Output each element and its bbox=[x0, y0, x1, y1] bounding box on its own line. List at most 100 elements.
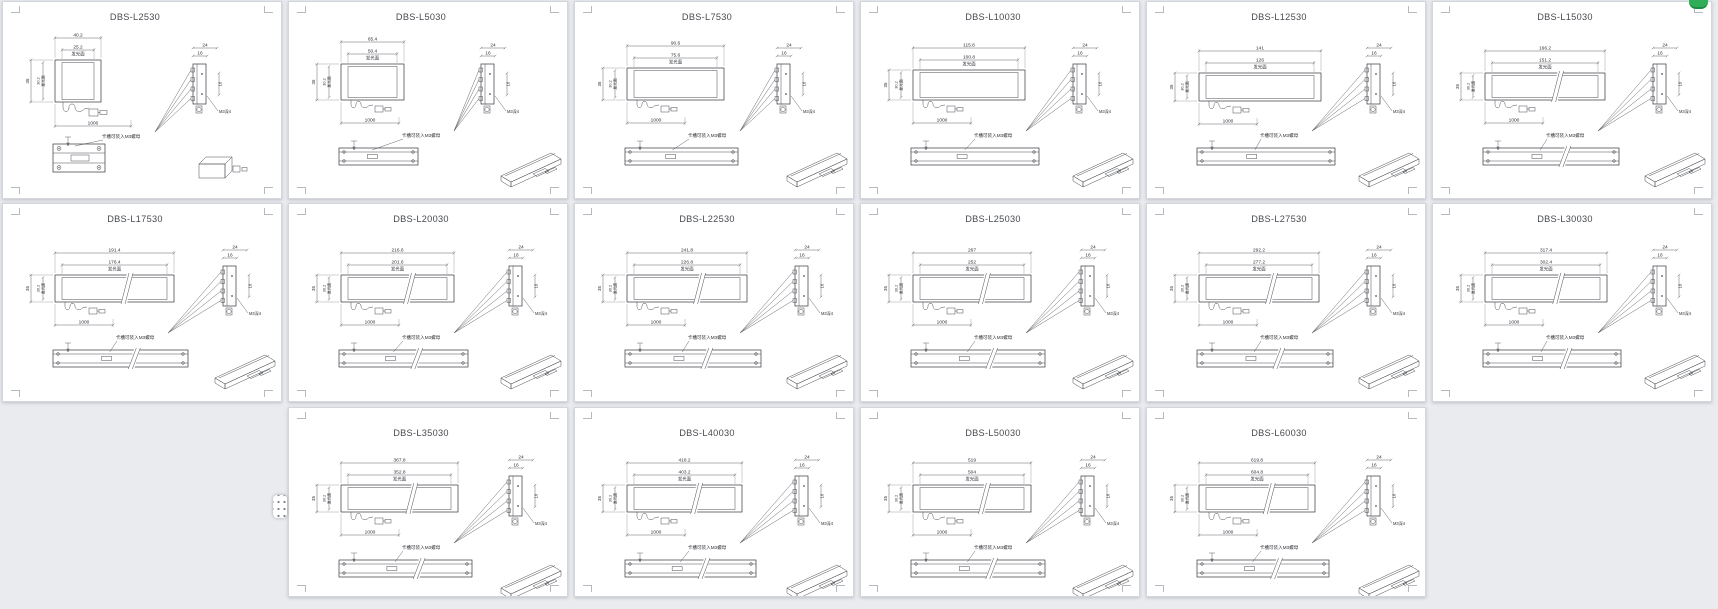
svg-text:292.2: 292.2 bbox=[1253, 247, 1265, 253]
svg-text:317.4: 317.4 bbox=[1540, 247, 1552, 253]
svg-text:40.2: 40.2 bbox=[73, 32, 83, 38]
svg-text:16: 16 bbox=[1085, 462, 1091, 468]
svg-text:16: 16 bbox=[485, 50, 491, 56]
svg-text:16: 16 bbox=[1392, 283, 1397, 288]
svg-text:卡槽可装入M3螺母: 卡槽可装入M3螺母 bbox=[1546, 132, 1585, 139]
page-title: DBS-L27530 bbox=[1251, 214, 1307, 224]
svg-text:35: 35 bbox=[1455, 286, 1460, 291]
trim-mark-icon bbox=[1155, 187, 1164, 194]
page-title: DBS-L22530 bbox=[679, 214, 735, 224]
trim-mark-icon bbox=[297, 585, 306, 592]
svg-text:M3深4: M3深4 bbox=[535, 520, 548, 526]
trim-mark-icon bbox=[836, 208, 845, 215]
green-indicator[interactable] bbox=[1689, 0, 1708, 9]
page-title: DBS-L50030 bbox=[965, 428, 1021, 438]
trim-mark-icon bbox=[297, 6, 306, 13]
trim-mark-icon bbox=[836, 187, 845, 194]
svg-text:30.2: 30.2 bbox=[1181, 83, 1185, 90]
svg-text:126: 126 bbox=[1256, 57, 1264, 63]
svg-text:发光面: 发光面 bbox=[1471, 81, 1476, 93]
svg-text:卡槽可装入M3螺母: 卡槽可装入M3螺母 bbox=[402, 132, 441, 139]
svg-text:1000: 1000 bbox=[365, 529, 376, 535]
trim-mark-icon bbox=[869, 585, 878, 592]
svg-text:24: 24 bbox=[1376, 42, 1382, 48]
svg-text:35: 35 bbox=[597, 81, 602, 86]
svg-text:302.4: 302.4 bbox=[1540, 259, 1552, 265]
svg-text:卡槽可装入M3螺母: 卡槽可装入M3螺母 bbox=[102, 133, 141, 140]
svg-text:16: 16 bbox=[513, 462, 519, 468]
page-drag-handle[interactable] bbox=[273, 495, 287, 518]
svg-text:35: 35 bbox=[311, 79, 316, 84]
svg-text:24: 24 bbox=[804, 454, 810, 460]
svg-text:35: 35 bbox=[883, 496, 888, 501]
svg-text:1000: 1000 bbox=[88, 120, 99, 126]
svg-text:24: 24 bbox=[1090, 244, 1096, 250]
svg-text:16: 16 bbox=[227, 252, 233, 258]
svg-text:发光面: 发光面 bbox=[1250, 476, 1264, 483]
svg-text:发光面: 发光面 bbox=[1253, 64, 1267, 71]
svg-text:发光面: 发光面 bbox=[1185, 81, 1190, 93]
svg-text:16: 16 bbox=[1392, 81, 1397, 86]
svg-text:1000: 1000 bbox=[1509, 117, 1520, 123]
svg-text:M3深4: M3深4 bbox=[535, 310, 548, 316]
svg-text:30.2: 30.2 bbox=[1181, 285, 1185, 292]
svg-text:卡槽可装入M3螺母: 卡槽可装入M3螺母 bbox=[688, 544, 727, 551]
trim-mark-icon bbox=[869, 6, 878, 13]
svg-text:35: 35 bbox=[311, 286, 316, 291]
svg-text:403.2: 403.2 bbox=[678, 469, 690, 475]
svg-text:16: 16 bbox=[1678, 283, 1683, 288]
svg-text:50.4: 50.4 bbox=[368, 48, 378, 54]
svg-text:16: 16 bbox=[1371, 252, 1377, 258]
svg-text:267: 267 bbox=[968, 247, 976, 253]
svg-text:35: 35 bbox=[597, 286, 602, 291]
svg-text:30.2: 30.2 bbox=[895, 495, 899, 502]
trim-mark-icon bbox=[1408, 585, 1417, 592]
svg-text:30.2: 30.2 bbox=[1181, 495, 1185, 502]
svg-text:发光面: 发光面 bbox=[108, 266, 122, 273]
svg-text:30.2: 30.2 bbox=[609, 495, 613, 502]
svg-text:16: 16 bbox=[1657, 252, 1663, 258]
svg-text:24: 24 bbox=[1082, 42, 1088, 48]
svg-text:30.2: 30.2 bbox=[323, 285, 327, 292]
svg-text:卡槽可装入M3螺母: 卡槽可装入M3螺母 bbox=[974, 132, 1013, 139]
svg-text:1000: 1000 bbox=[651, 319, 662, 325]
svg-text:1000: 1000 bbox=[1223, 529, 1234, 535]
svg-text:M3深4: M3深4 bbox=[1393, 310, 1406, 316]
svg-text:16: 16 bbox=[1657, 50, 1663, 56]
svg-text:1000: 1000 bbox=[1223, 319, 1234, 325]
trim-mark-icon bbox=[1694, 6, 1703, 13]
trim-mark-icon bbox=[11, 187, 20, 194]
trim-mark-icon bbox=[869, 187, 878, 194]
svg-text:90.6: 90.6 bbox=[671, 40, 681, 46]
trim-mark-icon bbox=[1155, 208, 1164, 215]
trim-mark-icon bbox=[1408, 187, 1417, 194]
svg-text:30.2: 30.2 bbox=[1467, 285, 1471, 292]
trim-mark-icon bbox=[550, 585, 559, 592]
svg-text:M3深4: M3深4 bbox=[1107, 310, 1120, 316]
svg-text:619.8: 619.8 bbox=[1251, 457, 1263, 463]
trim-mark-icon bbox=[550, 412, 559, 419]
trim-mark-icon bbox=[1408, 412, 1417, 419]
svg-text:卡槽可装入M3螺母: 卡槽可装入M3螺母 bbox=[1260, 132, 1299, 139]
